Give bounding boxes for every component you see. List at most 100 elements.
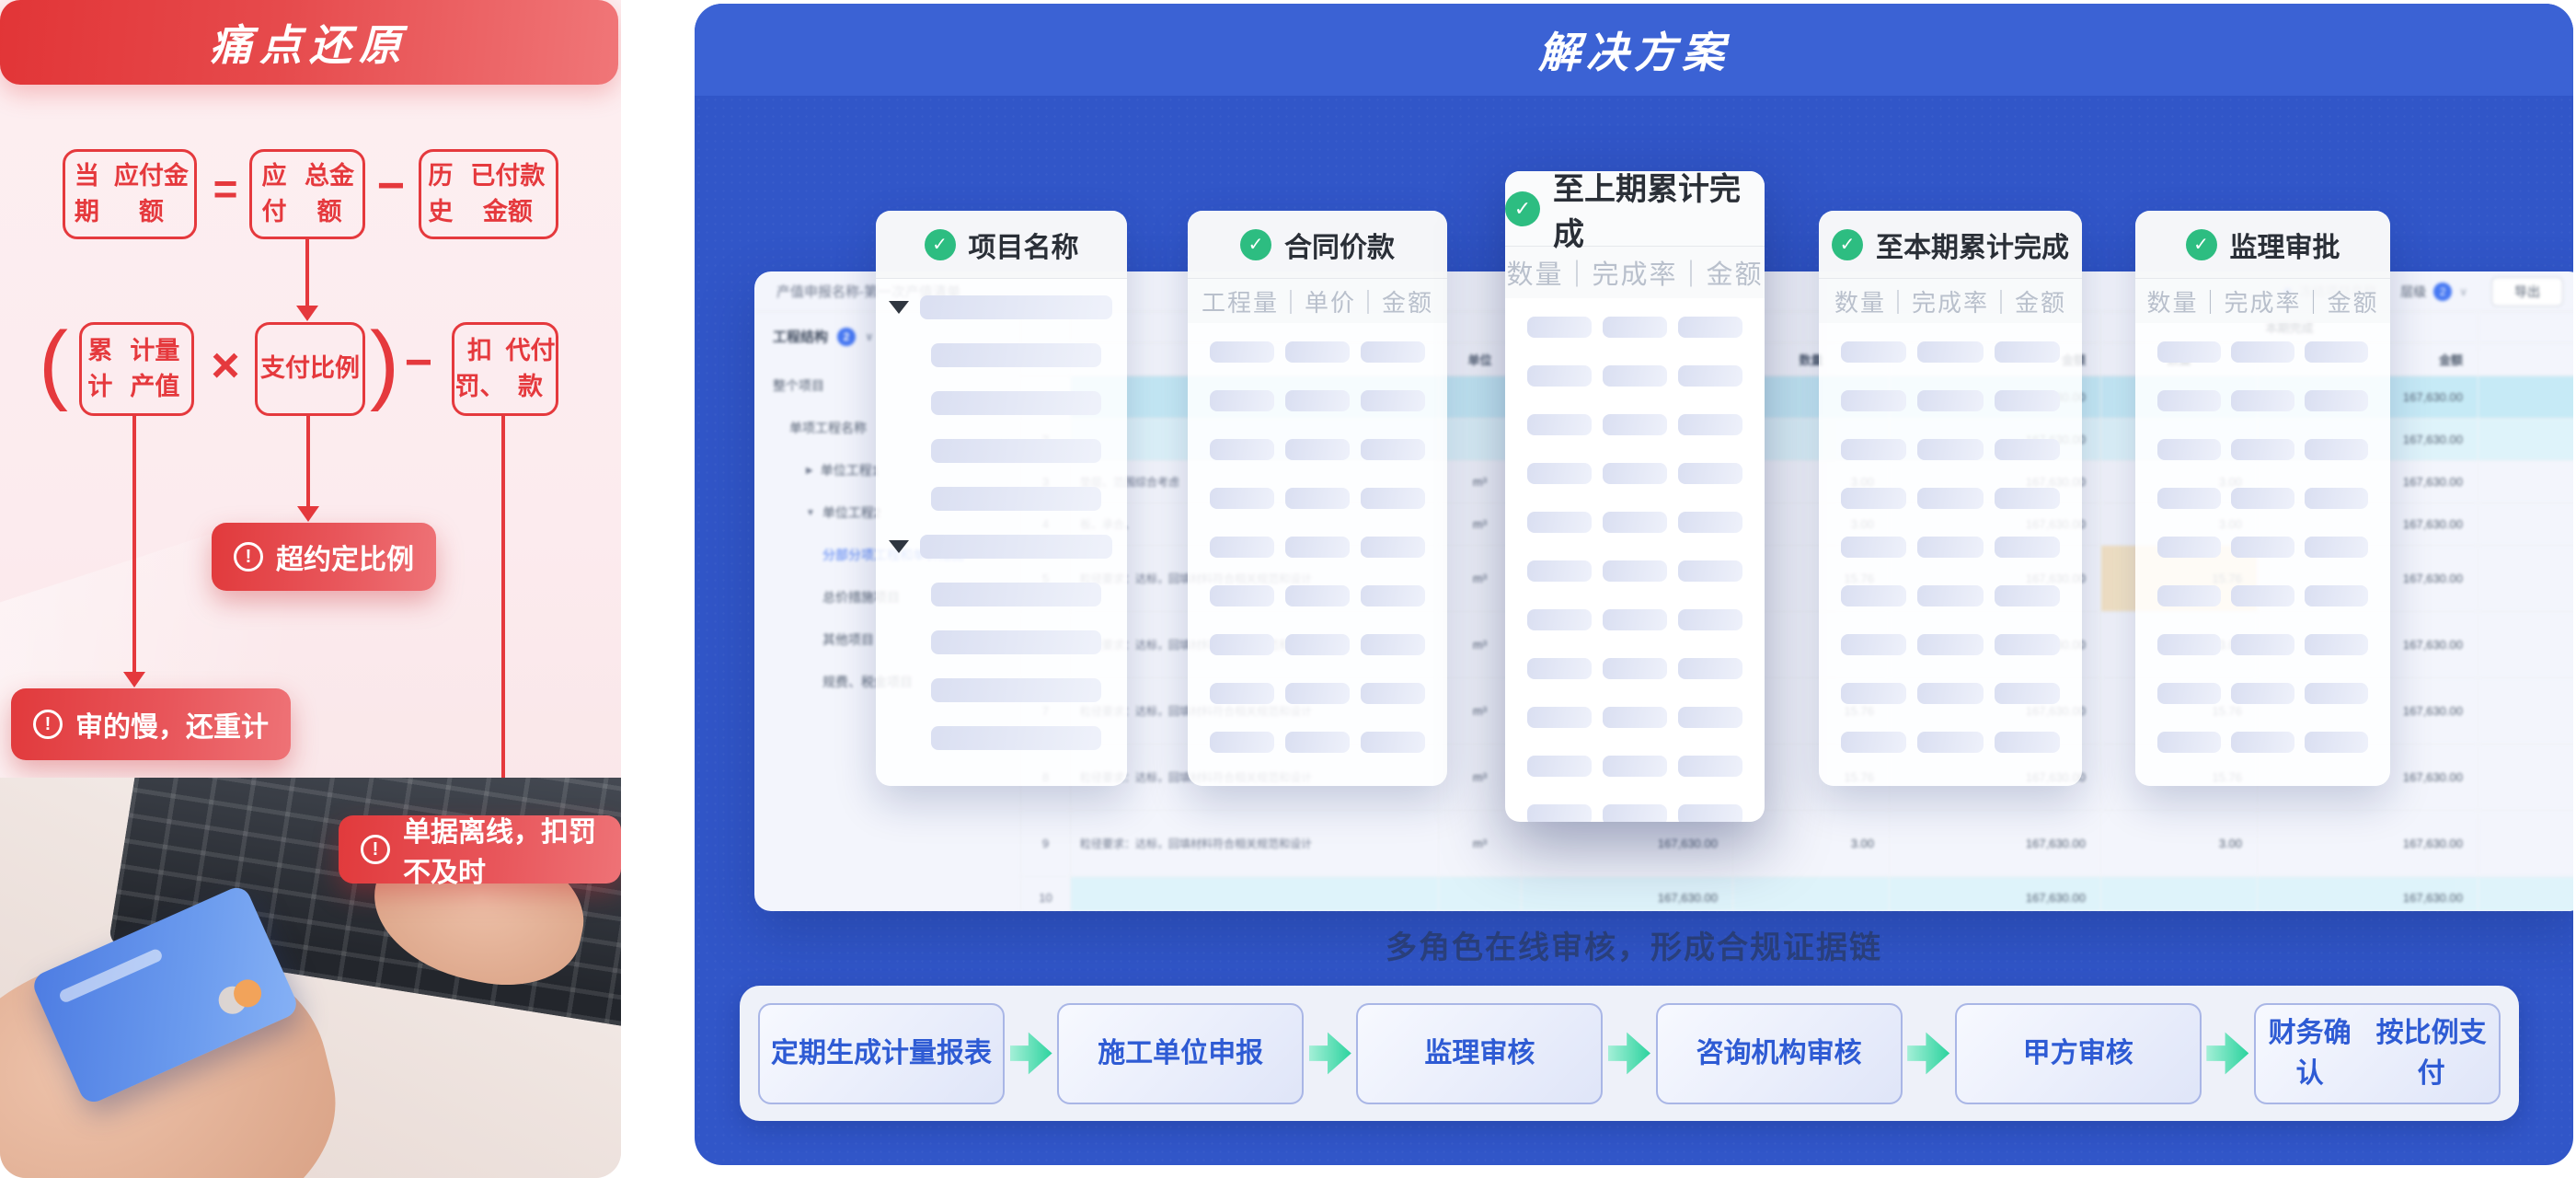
sidebar-item[interactable]: 整个项目 xyxy=(773,364,1002,407)
skeleton-pill xyxy=(1994,683,2060,704)
skeleton-pill xyxy=(1602,365,1668,387)
skeleton-pill xyxy=(1677,707,1742,728)
unit-cell: m³ xyxy=(1439,811,1522,876)
skeleton-row xyxy=(1841,439,2060,460)
skeleton-pill xyxy=(1527,707,1593,728)
skeleton-pill xyxy=(1210,732,1275,753)
amount-cell: 167,630.00 xyxy=(2258,419,2478,460)
card-title: 至上期累计完成 xyxy=(1553,171,1741,252)
amount-cell: 167,630.00 xyxy=(2258,546,2478,611)
skeleton-pill xyxy=(1994,390,2060,411)
skeleton-pill xyxy=(2157,488,2221,509)
card-header: ✓至上期累计完成 xyxy=(1505,171,1765,252)
skeleton-row xyxy=(1210,390,1425,411)
card-this-period-cumulative: ✓至本期累计完成数量｜完成率｜金额 xyxy=(1819,211,2082,786)
skeleton-pill xyxy=(1917,341,1984,363)
skeleton-row xyxy=(1210,488,1425,509)
tree-expanded-icon[interactable]: ▼ xyxy=(806,507,815,518)
skeleton-pill xyxy=(2231,634,2294,655)
close-paren: ) xyxy=(370,314,399,412)
skeleton-row xyxy=(889,583,1112,606)
skeleton-row xyxy=(2157,732,2368,753)
skeleton-pill xyxy=(1360,439,1425,460)
skeleton-pill xyxy=(1994,634,2060,655)
sidebar-item[interactable]: 其他项目 xyxy=(773,618,1002,661)
amount-cell: 167,630.00 xyxy=(2258,877,2478,911)
skeleton-pill xyxy=(1284,341,1351,363)
quantity-cell xyxy=(2101,877,2258,911)
skeleton-pill xyxy=(1994,341,2060,363)
skeleton-pill xyxy=(1677,414,1742,435)
sidebar-item-label: 整个项目 xyxy=(773,378,824,393)
skeleton-pill xyxy=(931,726,1101,750)
solution-panel: 解决方案 产值申报名称-第一次产值清单 冻结项目名称 层级 2 xyxy=(695,4,2573,1165)
skeleton-pill xyxy=(2305,732,2368,753)
skeleton-row xyxy=(889,343,1112,367)
card-prev-period-cumulative: ✓至上期累计完成数量｜完成率｜金额 xyxy=(1505,171,1765,822)
flow-step-1: 定期生成计量报表 xyxy=(758,1002,1005,1104)
row-number: 10 xyxy=(1021,877,1070,911)
skeleton-pill xyxy=(931,343,1101,367)
skeleton-pill xyxy=(2305,537,2368,558)
skeleton-pill xyxy=(1677,756,1742,777)
skeleton-pill xyxy=(2231,732,2294,753)
skeleton-pill xyxy=(1210,439,1275,460)
skeleton-pill xyxy=(2231,488,2294,509)
approval-flow: 定期生成计量报表施工单位申报监理审核咨询机构审核甲方审核财务确认按比例支付 xyxy=(740,986,2519,1121)
card-skeleton-grid xyxy=(1505,298,1765,822)
exclamation-icon: ! xyxy=(361,835,390,864)
skeleton-pill xyxy=(2231,390,2294,411)
skeleton-pill xyxy=(2231,341,2294,363)
skeleton-row xyxy=(2157,537,2368,558)
skeleton-pill xyxy=(1210,341,1275,363)
skeleton-pill xyxy=(1602,658,1668,679)
skeleton-pill xyxy=(2157,732,2221,753)
card-contract-price: ✓合同价款工程量｜单价｜金额 xyxy=(1188,211,1447,786)
skeleton-pill xyxy=(1210,537,1275,558)
export-button[interactable]: 导出 xyxy=(2491,276,2563,306)
pain-points-header: 痛点还原 xyxy=(0,0,618,85)
badge-slow-review: ! 审的慢，还重计 xyxy=(11,688,291,760)
skeleton-pill xyxy=(1602,560,1668,582)
skeleton-pill xyxy=(2157,683,2221,704)
sidebar-item[interactable]: ▶ 单位工程1 xyxy=(773,449,1002,491)
skeleton-pill xyxy=(1917,585,1984,606)
skeleton-pill xyxy=(1360,683,1425,704)
skeleton-row xyxy=(2157,488,2368,509)
skeleton-pill xyxy=(1284,488,1351,509)
skeleton-pill xyxy=(1527,804,1593,822)
sidebar-item-label: 其他项目 xyxy=(822,632,874,647)
card-header: ✓监理审批 xyxy=(2135,211,2390,279)
formula-term-cumulative-output: 累计计量产值 xyxy=(79,322,194,416)
flow-step-5: 甲方审核 xyxy=(1954,1002,2202,1104)
skeleton-row xyxy=(2157,390,2368,411)
skeleton-pill xyxy=(931,391,1101,415)
skeleton-pill xyxy=(1677,365,1742,387)
sidebar-header[interactable]: 工程结构 2 ∨ xyxy=(773,327,1002,346)
connector-line-3 xyxy=(306,416,310,508)
skeleton-row xyxy=(1210,683,1425,704)
amount-cell: 167,630.00 xyxy=(1890,877,2101,911)
formula-term-historical-paid: 历史已付款金额 xyxy=(419,149,558,239)
skeleton-pill xyxy=(1284,585,1351,606)
level-dropdown[interactable]: 层级 2 ∨ xyxy=(2400,282,2467,301)
row-number: 9 xyxy=(1021,811,1070,877)
skeleton-pill xyxy=(1527,365,1593,387)
amount-cell: 167,630.00 xyxy=(2258,612,2478,677)
sidebar-item[interactable]: ▼单位工程2 xyxy=(773,491,1002,534)
skeleton-pill xyxy=(1841,683,1907,704)
card-header: ✓项目名称 xyxy=(876,211,1127,279)
badge-label: 超约定比例 xyxy=(276,545,414,575)
skeleton-pill xyxy=(2305,341,2368,363)
card-project-name: ✓项目名称 xyxy=(876,211,1127,786)
skeleton-pill xyxy=(1602,463,1668,484)
tree-collapsed-icon[interactable]: ▶ xyxy=(806,465,813,476)
skeleton-row xyxy=(889,391,1112,415)
skeleton-row xyxy=(2157,341,2368,363)
amount-cell: 167,630.00 xyxy=(1890,811,2101,876)
sidebar-item[interactable]: 单项工程名称 xyxy=(773,407,1002,449)
sidebar-item-label: 单位工程1 xyxy=(820,463,880,478)
connector-arrow-3 xyxy=(297,506,319,522)
skeleton-row xyxy=(889,630,1112,654)
